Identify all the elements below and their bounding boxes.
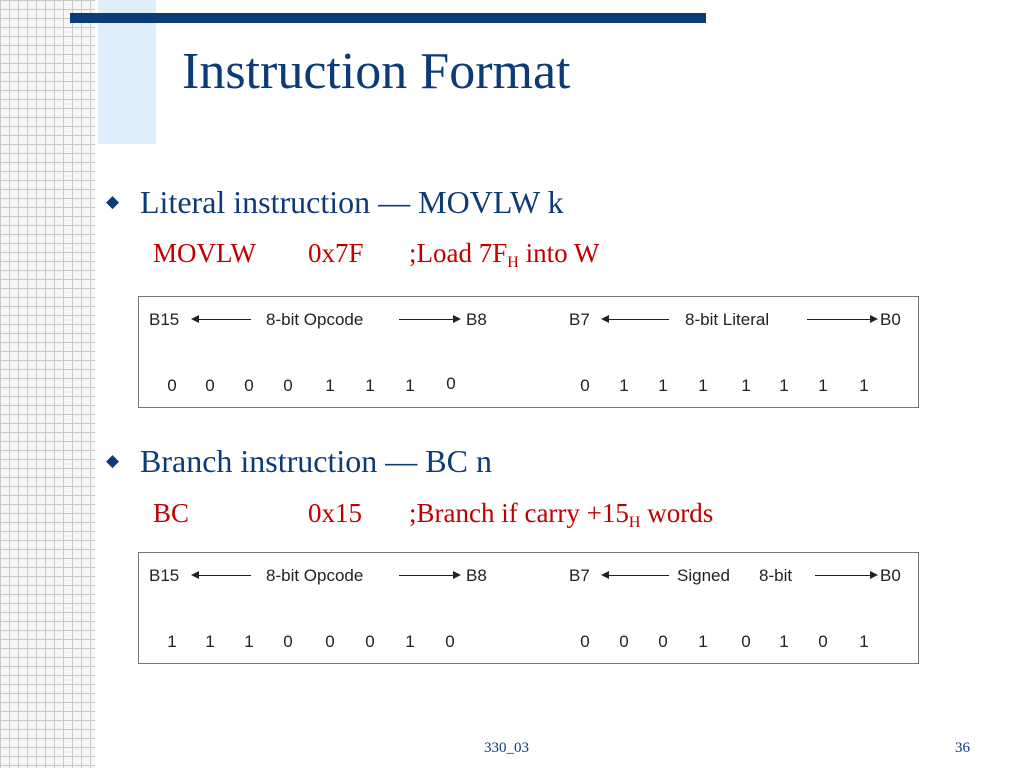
bit-value: 0 (580, 376, 590, 395)
bit-value: 1 (818, 376, 828, 395)
bit-value: 1 (405, 632, 415, 651)
field-label-literal: 8-bit Literal (685, 310, 770, 329)
bit-value: 1 (859, 632, 869, 651)
code-operand: 0x7F (308, 238, 364, 268)
bit-value: 1 (698, 632, 708, 651)
bit-value: 1 (365, 376, 375, 395)
bit-value: 1 (859, 376, 869, 395)
footer-course-code: 330_03 (484, 740, 529, 756)
bit-value: 1 (658, 376, 668, 395)
bit-label-b15: B15 (149, 310, 180, 329)
field-label-8bit: 8-bit (759, 566, 793, 585)
bit-value: 1 (779, 376, 789, 395)
bit-value: 0 (580, 632, 590, 651)
bit-value: 0 (167, 376, 177, 395)
bit-value: 0 (283, 376, 293, 395)
bit-value: 1 (244, 632, 254, 651)
bit-value: 0 (283, 632, 293, 651)
bit-value: 1 (619, 376, 629, 395)
arrow-right-icon (453, 571, 461, 579)
decorative-block (98, 0, 156, 144)
bit-value: 0 (446, 374, 456, 393)
bit-label-b0: B0 (880, 566, 901, 585)
bullet-diamond-icon: ◆ (106, 192, 120, 211)
bit-label-b8: B8 (466, 310, 487, 329)
arrow-left-icon (191, 571, 199, 579)
bullet-branch-instruction: Branch instruction — BC n (140, 443, 492, 479)
code-comment: ;Branch if carry +15H words (409, 498, 714, 531)
arrow-right-icon (870, 315, 878, 323)
field-label-signed: Signed (677, 566, 730, 585)
bit-value: 0 (619, 632, 629, 651)
bit-value: 0 (741, 632, 751, 651)
code-mnemonic: BC (153, 498, 190, 528)
bit-value: 1 (698, 376, 708, 395)
arrow-left-icon (601, 315, 609, 323)
arrow-right-icon (870, 571, 878, 579)
bit-value: 0 (244, 376, 254, 395)
slide-title: Instruction Format (182, 43, 571, 100)
arrow-right-icon (453, 315, 461, 323)
bit-value: 0 (445, 632, 455, 651)
bit-label-b7: B7 (569, 566, 590, 585)
field-label-opcode: 8-bit Opcode (266, 310, 364, 329)
bit-value: 0 (365, 632, 375, 651)
bit-value: 1 (779, 632, 789, 651)
title-rule (70, 13, 706, 23)
arrow-left-icon (601, 571, 609, 579)
grid-background (0, 0, 95, 768)
code-operand: 0x15 (308, 498, 362, 528)
field-label-opcode: 8-bit Opcode (266, 566, 364, 585)
bit-value: 1 (325, 376, 335, 395)
bullet-diamond-icon: ◆ (106, 451, 120, 470)
bit-value: 0 (818, 632, 828, 651)
bit-value: 1 (205, 632, 215, 651)
bit-value: 1 (405, 376, 415, 395)
bit-label-b8: B8 (466, 566, 487, 585)
instruction-format-diagram-literal: B15 8-bit Opcode B8 B7 8-bit Literal B0 … (138, 296, 919, 408)
bit-value: 0 (658, 632, 668, 651)
footer-page-number: 36 (955, 740, 970, 756)
bullet-literal-instruction: Literal instruction — MOVLW k (140, 184, 564, 220)
code-comment: ;Load 7FH into W (409, 238, 600, 271)
bit-label-b0: B0 (880, 310, 901, 329)
bit-value: 0 (205, 376, 215, 395)
instruction-format-diagram-branch: B15 8-bit Opcode B8 B7 Signed 8-bit B0 1… (138, 552, 919, 664)
bit-value: 1 (167, 632, 177, 651)
bit-label-b7: B7 (569, 310, 590, 329)
bit-value: 1 (741, 376, 751, 395)
bit-value: 0 (325, 632, 335, 651)
arrow-left-icon (191, 315, 199, 323)
bit-label-b15: B15 (149, 566, 180, 585)
code-mnemonic: MOVLW (153, 238, 256, 268)
